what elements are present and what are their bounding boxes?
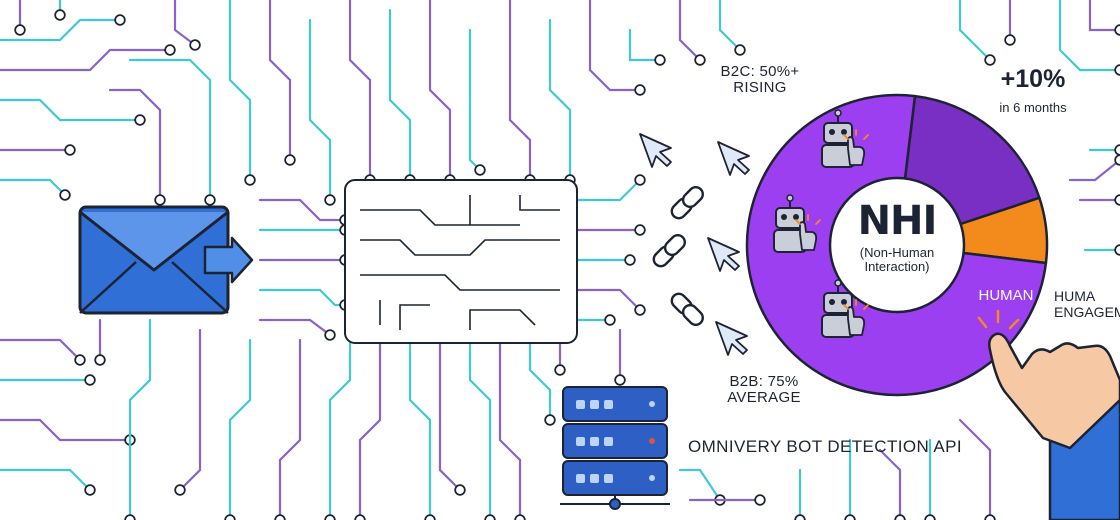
circuit-trace — [468, 28, 486, 176]
circuit-trace — [0, 418, 136, 446]
circuit-trace — [348, 0, 376, 186]
nhi-center-label: NHI (Non-Human Interaction) — [830, 198, 964, 275]
server-icon — [560, 386, 670, 510]
circuit-trace — [498, 341, 526, 520]
circuit-trace — [588, 0, 646, 96]
circuit-trace — [428, 0, 456, 186]
circuit-trace — [528, 341, 556, 426]
cursor-icon — [639, 133, 672, 168]
circuit-trace — [224, 338, 252, 520]
circuit-trace — [258, 318, 336, 341]
circuit-trace — [0, 98, 146, 126]
circuit-trace — [124, 318, 152, 520]
chip-icon — [344, 179, 578, 344]
cursor-icon — [717, 141, 750, 176]
circuit-trace — [0, 14, 126, 42]
growth-value: +10% — [1000, 65, 1066, 93]
circuit-trace — [308, 18, 336, 206]
human-engagement-label: HUMA ENGAGEM — [1054, 288, 1120, 320]
nhi-subtitle-1: (Non-Human — [859, 245, 935, 261]
circuit-trace — [258, 198, 351, 226]
b2b-trend: AVERAGE — [727, 389, 801, 407]
circuit-trace — [408, 341, 436, 520]
circuit-trace — [0, 178, 71, 201]
arrow-right-icon — [203, 236, 254, 284]
circuit-trace — [575, 174, 646, 202]
circuit-trace — [1088, 0, 1120, 36]
circuit-trace — [388, 8, 416, 186]
circuit-trace — [958, 418, 996, 520]
human-engagement-line-1: HUMA — [1054, 288, 1096, 304]
circuit-trace — [438, 341, 466, 496]
circuit-trace — [628, 28, 666, 66]
circuit-trace — [258, 288, 351, 311]
circuit-trace — [128, 58, 216, 206]
cursor-icon — [715, 321, 748, 356]
hand-pointer-icon — [977, 309, 1120, 520]
circuit-trace — [174, 328, 202, 496]
human-slice-label: HUMAN — [978, 287, 1034, 304]
circuit-trace — [228, 0, 256, 186]
b2c-label: B2C: 50%+ RISING — [708, 63, 812, 97]
link-icon — [670, 292, 704, 326]
human-engagement-line-2: ENGAGEM — [1054, 304, 1120, 321]
circuit-trace — [548, 18, 576, 186]
circuit-trace — [468, 341, 496, 520]
robot-icons — [773, 109, 869, 338]
b2b-value: B2B: 75% — [729, 373, 799, 390]
b2c-trend: RISING — [733, 79, 787, 97]
nhi-title: NHI — [857, 198, 938, 244]
pie-center — [828, 176, 966, 314]
circuit-trace — [173, 0, 201, 51]
circuit-trace — [108, 88, 166, 206]
growth-period: in 6 months — [999, 100, 1067, 115]
circuit-trace — [0, 44, 176, 72]
circuit-trace — [678, 0, 706, 66]
nhi-subtitle-2: Interaction) — [864, 259, 930, 275]
robot-icon — [821, 279, 869, 338]
link-icon — [670, 186, 704, 220]
growth-callout: +10% in 6 months — [985, 66, 1081, 115]
b2b-label: B2B: 75% AVERAGE — [714, 373, 814, 407]
robot-icon — [773, 194, 821, 253]
circuit-trace — [268, 0, 296, 166]
circuit-trace — [508, 0, 536, 186]
circuit-trace — [324, 341, 352, 520]
circuit-trace — [354, 341, 382, 520]
api-label: OMNIVERY BOT DETECTION API — [688, 437, 962, 456]
circuit-trace — [1068, 154, 1120, 182]
b2c-value: B2C: 50%+ — [720, 63, 800, 80]
circuit-trace — [958, 0, 996, 66]
circuit-trace — [678, 468, 726, 506]
link-icon — [652, 234, 686, 268]
circuit-trace — [878, 448, 906, 520]
circuit-trace — [274, 338, 302, 520]
circuit-trace — [575, 288, 646, 316]
circuit-trace — [1058, 0, 1120, 76]
circuit-trace — [718, 0, 746, 56]
cursor-icon — [707, 237, 740, 272]
circuit-trace — [0, 338, 86, 366]
circuit-trace — [0, 468, 96, 496]
robot-icon — [821, 109, 869, 168]
